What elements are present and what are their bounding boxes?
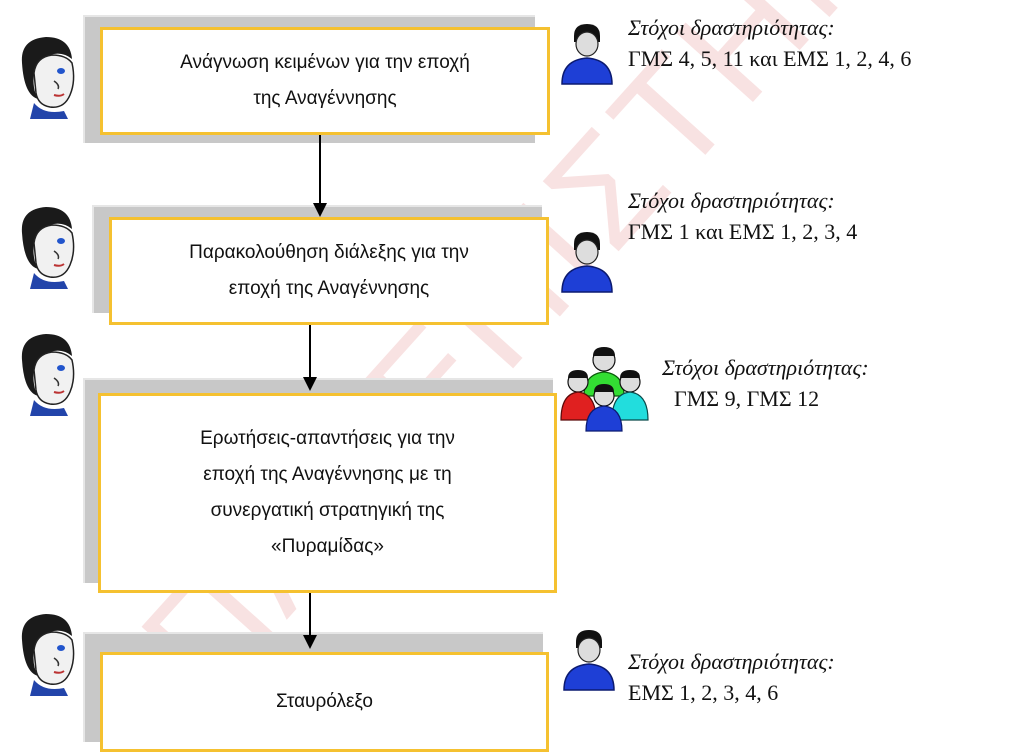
step-2-label: Παρακολούθηση διάλεξης για την εποχή της… xyxy=(189,242,469,299)
student-individual-icon xyxy=(561,24,613,85)
flow-arrow-3 xyxy=(303,593,317,649)
step-4-goals: Στόχοι δραστηριότητας: ΕΜΣ 1, 2, 3, 4, 6 xyxy=(628,646,835,708)
teacher-face-icon xyxy=(21,334,75,416)
goal-title: Στόχοι δραστηριότητας: xyxy=(628,15,835,40)
step-4-box: Σταυρόλεξο xyxy=(100,652,549,752)
step-4-label: Σταυρόλεξο xyxy=(276,691,373,712)
step-1-box: Ανάγνωση κειμένων για την εποχή της Αναγ… xyxy=(100,27,550,135)
flow-arrow-1 xyxy=(313,135,327,217)
student-group-icon xyxy=(560,347,649,432)
goal-values: ΓΜΣ 9, ΓΜΣ 12 xyxy=(674,386,820,411)
flow-arrow-2 xyxy=(303,325,317,391)
step-3-box: Ερωτήσεις-απαντήσεις για την εποχή της Α… xyxy=(98,393,557,593)
step-2-goals: Στόχοι δραστηριότητας: ΓΜΣ 1 και ΕΜΣ 1, … xyxy=(628,185,857,247)
goal-values: ΕΜΣ 1, 2, 3, 4, 6 xyxy=(628,680,779,705)
step-2-box: Παρακολούθηση διάλεξης για την εποχή της… xyxy=(109,217,549,325)
step-3-label: Ερωτήσεις-απαντήσεις για την εποχή της Α… xyxy=(200,428,455,557)
goal-title: Στόχοι δραστηριότητας: xyxy=(628,649,835,674)
step-3-goals: Στόχοι δραστηριότητας: ΓΜΣ 9, ΓΜΣ 12 xyxy=(662,352,869,414)
goal-title: Στόχοι δραστηριότητας: xyxy=(628,188,835,213)
step-1-goals: Στόχοι δραστηριότητας: ΓΜΣ 4, 5, 11 και … xyxy=(628,12,911,74)
student-individual-icon xyxy=(561,232,613,293)
teacher-face-icon xyxy=(21,37,75,119)
teacher-face-icon xyxy=(21,614,75,696)
step-1-label: Ανάγνωση κειμένων για την εποχή της Αναγ… xyxy=(180,52,470,109)
goal-title: Στόχοι δραστηριότητας: xyxy=(662,355,869,380)
teacher-face-icon xyxy=(21,207,75,289)
student-individual-icon xyxy=(563,630,615,691)
goal-values: ΓΜΣ 4, 5, 11 και ΕΜΣ 1, 2, 4, 6 xyxy=(628,46,912,71)
goal-values: ΓΜΣ 1 και ΕΜΣ 1, 2, 3, 4 xyxy=(628,219,858,244)
